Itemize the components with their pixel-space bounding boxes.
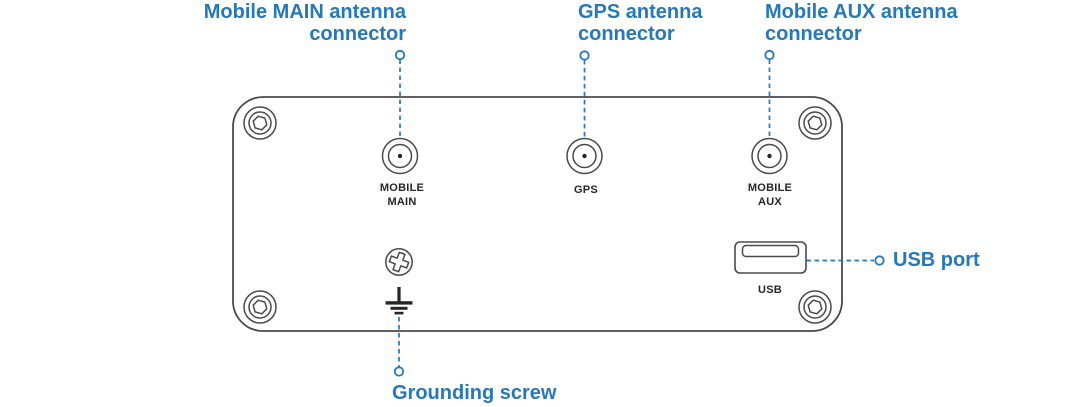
grounding-screw (385, 248, 413, 276)
panel-label-mobile-aux-line1: MOBILE (747, 182, 793, 194)
callout-mobile-aux: Mobile AUX antenna connector (765, 1, 958, 45)
callout-gps-line2: connector (578, 23, 675, 45)
panel-label-usb: USB (758, 284, 782, 296)
leader-dot-mobile-main (394, 49, 406, 61)
panel-label-mobile-main-line2: MAIN (387, 195, 417, 208)
panel-label-mobile-main: MOBILE MAIN (342, 182, 462, 209)
callout-mobile-main-line2: connector (309, 23, 406, 45)
mobile-main-antenna-connector (381, 137, 419, 175)
callout-gps-line1: GPS antenna (578, 1, 703, 23)
callout-usb-port: USB port (893, 249, 980, 271)
callout-grounding-screw: Grounding screw (392, 382, 557, 404)
callout-gps: GPS antenna connector (578, 1, 702, 45)
ground-symbol (385, 287, 413, 315)
panel-label-mobile-main-line1: MOBILE (379, 182, 425, 194)
callout-mobile-main-line1: Mobile MAIN antenna (203, 1, 406, 23)
panel-label-mobile-aux: MOBILE AUX (710, 182, 830, 209)
device-body-outline (232, 96, 843, 332)
callout-mobile-aux-line1: Mobile AUX antenna (765, 1, 958, 23)
leader-dot-mobile-aux (764, 49, 775, 61)
gps-antenna-connector (566, 137, 603, 175)
panel-label-gps: GPS (574, 184, 598, 196)
leader-dot-gps (579, 50, 590, 61)
callout-mobile-aux-line2: connector (765, 23, 862, 45)
usb-port (734, 241, 807, 274)
leader-dot-usb (874, 255, 885, 266)
callout-mobile-main: Mobile MAIN antenna connector (146, 1, 406, 45)
mobile-aux-antenna-connector (751, 137, 788, 175)
panel-label-mobile-aux-line2: AUX (758, 195, 782, 208)
leader-dot-grounding (393, 366, 405, 377)
